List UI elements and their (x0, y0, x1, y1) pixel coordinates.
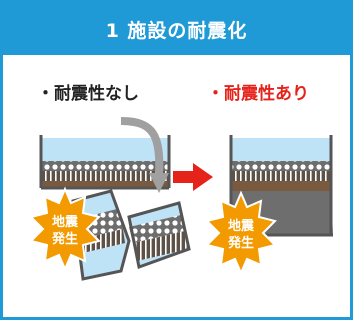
badge-left-line2: 発生 (51, 231, 78, 247)
right-arrow-icon (173, 163, 213, 191)
broken-tank (71, 189, 191, 281)
diagram-scene: 地震 発生 地震 発生 (29, 117, 333, 281)
starburst-badge-icon (29, 186, 101, 272)
badge-left-line1: 地震 (52, 214, 79, 230)
starburst-badge-icon (205, 190, 277, 276)
curved-arrow-icon (120, 117, 169, 193)
page-title: 1 施設の耐震化 (3, 3, 350, 55)
badge-right-line2: 発生 (227, 235, 254, 251)
label-with-resistance: ・耐震性あり (207, 84, 309, 104)
badge-right-line1: 地震 (228, 218, 255, 234)
label-no-resistance: ・耐震性なし (37, 84, 139, 104)
left-tank (39, 135, 171, 190)
